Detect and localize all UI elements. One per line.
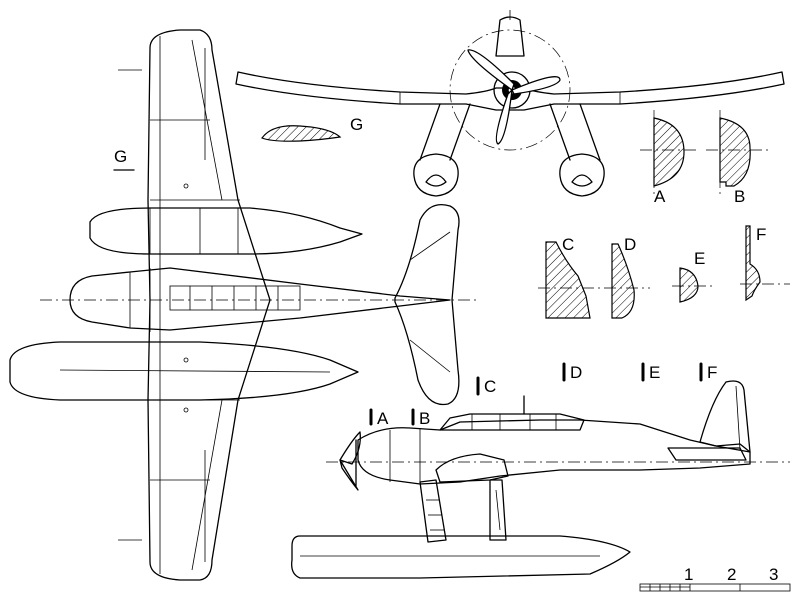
section-label-d: D bbox=[624, 235, 636, 254]
side-marker-d: D bbox=[570, 363, 582, 382]
side-marker-e: E bbox=[649, 363, 660, 382]
scale-mark-1: 1 bbox=[684, 565, 693, 584]
section-label-a: A bbox=[654, 187, 666, 206]
section-c bbox=[538, 241, 600, 319]
airfoil-section-label-g: G bbox=[350, 115, 363, 134]
section-label-c: C bbox=[562, 235, 574, 254]
section-a bbox=[640, 110, 700, 196]
plan-view bbox=[9, 29, 480, 581]
section-d bbox=[604, 243, 650, 319]
scale-mark-3: 3 bbox=[769, 565, 778, 584]
side-view bbox=[291, 380, 790, 579]
section-b bbox=[706, 110, 770, 196]
section-label-e: E bbox=[694, 249, 705, 268]
plan-section-marker-g: G bbox=[114, 147, 127, 166]
scale-bar bbox=[639, 583, 791, 592]
side-marker-b: B bbox=[419, 409, 430, 428]
airfoil-section-g bbox=[261, 125, 342, 142]
section-e bbox=[672, 267, 712, 303]
section-f bbox=[740, 225, 790, 302]
section-label-f: F bbox=[756, 225, 766, 244]
section-label-b: B bbox=[734, 187, 745, 206]
side-section-markers bbox=[369, 362, 703, 426]
side-marker-a: A bbox=[377, 409, 389, 428]
scale-mark-2: 2 bbox=[727, 565, 736, 584]
side-marker-f: F bbox=[707, 363, 717, 382]
front-view bbox=[235, 10, 785, 197]
side-marker-c: C bbox=[484, 377, 496, 396]
